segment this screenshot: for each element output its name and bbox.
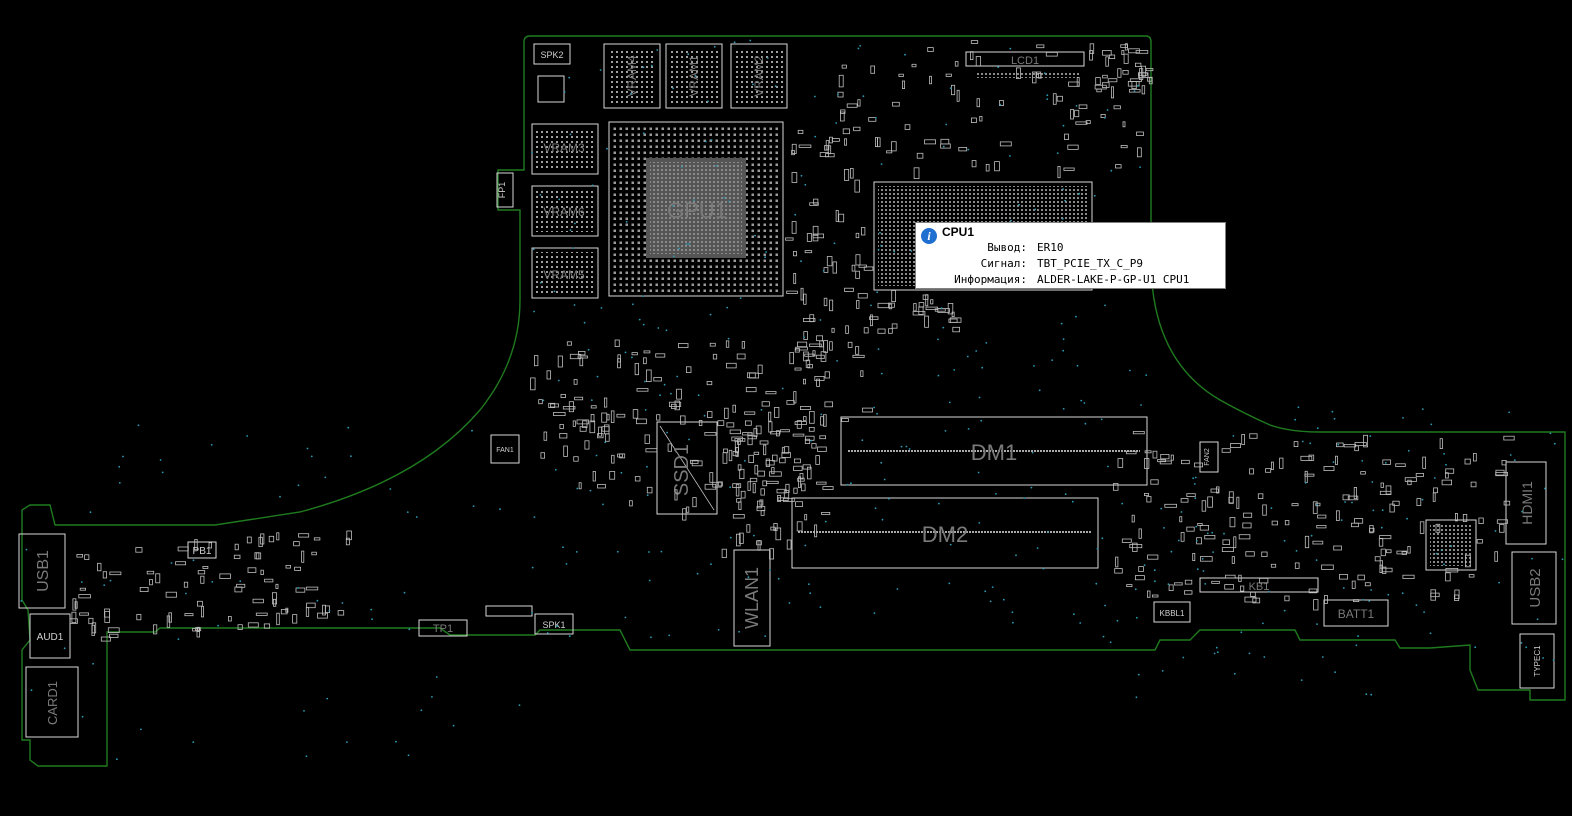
tooltip-value: ER10 (1037, 241, 1064, 254)
dm2-label: DM2 (922, 522, 968, 547)
batt1-label: BATT1 (1338, 607, 1375, 621)
hdmi1-port[interactable]: HDMI1 (1505, 461, 1547, 545)
kbbl1-connector[interactable]: KBBL1 (1153, 601, 1191, 623)
kb1-label: KB1 (1249, 581, 1270, 593)
wlan1-slot[interactable]: WLAN1 (733, 549, 771, 647)
tooltip-key: Сигнал: (980, 257, 1027, 270)
tooltip-key: Информация: (954, 273, 1027, 286)
gpu1-footprint[interactable]: GPU1 (608, 121, 784, 297)
ssd1-slot[interactable]: SSD1 (656, 421, 718, 515)
usb2-port[interactable]: USB2 (1511, 551, 1557, 625)
vram2-label: VRAM2 (752, 55, 766, 97)
vram3-footprint[interactable]: VRAM3 (531, 123, 599, 175)
tooltip-value: TBT_PCIE_TX_C_P9 (1037, 257, 1143, 270)
vram4-footprint[interactable]: VRAM4 (603, 43, 661, 109)
fan2-label: FAN2 (1204, 448, 1211, 466)
vram6-footprint[interactable]: VRAM6 (531, 185, 599, 237)
vram1-footprint[interactable]: VRAM1 (665, 43, 723, 109)
spk2-connector[interactable]: SPK2 (533, 43, 571, 65)
fp1-connector[interactable]: FP1 (496, 172, 514, 208)
dm2-slot[interactable]: DM2 (791, 497, 1099, 569)
card1-label: CARD1 (45, 681, 60, 725)
info-icon: i (921, 228, 937, 244)
tp1-connector[interactable]: TP1 (418, 619, 468, 637)
spk1-label: SPK1 (542, 620, 565, 630)
gpu1-label: GPU1 (667, 198, 727, 223)
dm1-label: DM1 (971, 440, 1017, 465)
fp1-label: FP1 (497, 182, 507, 199)
small-components (20, 39, 1564, 761)
wlan1-label: WLAN1 (742, 567, 762, 629)
fan1-connector[interactable]: FAN1 (490, 434, 520, 464)
pb1-label: PB1 (193, 546, 212, 557)
batt1-connector[interactable]: BATT1 (1323, 599, 1389, 627)
card1-slot[interactable]: CARD1 (25, 666, 79, 738)
usb2-label: USB2 (1527, 568, 1544, 607)
vram4-label: VRAM4 (625, 55, 639, 97)
vram5-footprint[interactable]: VRAM5 (531, 247, 599, 299)
tooltip-key: Вывод: (987, 241, 1027, 254)
spk2-label: SPK2 (540, 50, 563, 60)
vram6-label: VRAM6 (543, 205, 585, 219)
ssd1-label: SSD1 (671, 444, 693, 496)
tooltip-value: ALDER-LAKE-P-GP-U1 CPU1 (1037, 273, 1190, 286)
tooltip-title: CPU1 (942, 225, 975, 239)
dm1-slot[interactable]: DM1 (840, 416, 1148, 486)
usb1-label: USB1 (35, 550, 52, 592)
spk1-connector[interactable]: SPK1 (534, 613, 574, 635)
fan1-label: FAN1 (496, 447, 514, 454)
vram2-footprint[interactable]: VRAM2 (730, 43, 788, 109)
aud1-jack[interactable]: AUD1 (29, 613, 71, 659)
usb1-port[interactable]: USB1 (18, 533, 66, 609)
kbbl1-label: KBBL1 (1160, 609, 1185, 618)
fan2-connector[interactable]: FAN2 (1199, 441, 1219, 473)
vram3-label: VRAM3 (543, 141, 585, 155)
vram5-label: VRAM5 (543, 268, 585, 282)
board-outline (21, 35, 1566, 767)
typec1-port[interactable]: TYPEC1 (1519, 633, 1555, 689)
vram1-label: VRAM1 (687, 55, 701, 97)
typec1-label: TYPEC1 (1533, 645, 1542, 677)
lcd1-label: LCD1 (1011, 55, 1039, 67)
tp1-label: TP1 (433, 623, 453, 635)
pin-info-tooltip: i CPU1 Вывод: ER10 Сигнал: TBT_PCIE_TX_C… (915, 222, 1226, 289)
kb1-connector[interactable]: KB1 (1199, 577, 1319, 593)
aud1-label: AUD1 (37, 632, 64, 643)
lcd1-connector[interactable]: LCD1 (965, 51, 1085, 78)
hdmi1-label: HDMI1 (1519, 481, 1535, 525)
